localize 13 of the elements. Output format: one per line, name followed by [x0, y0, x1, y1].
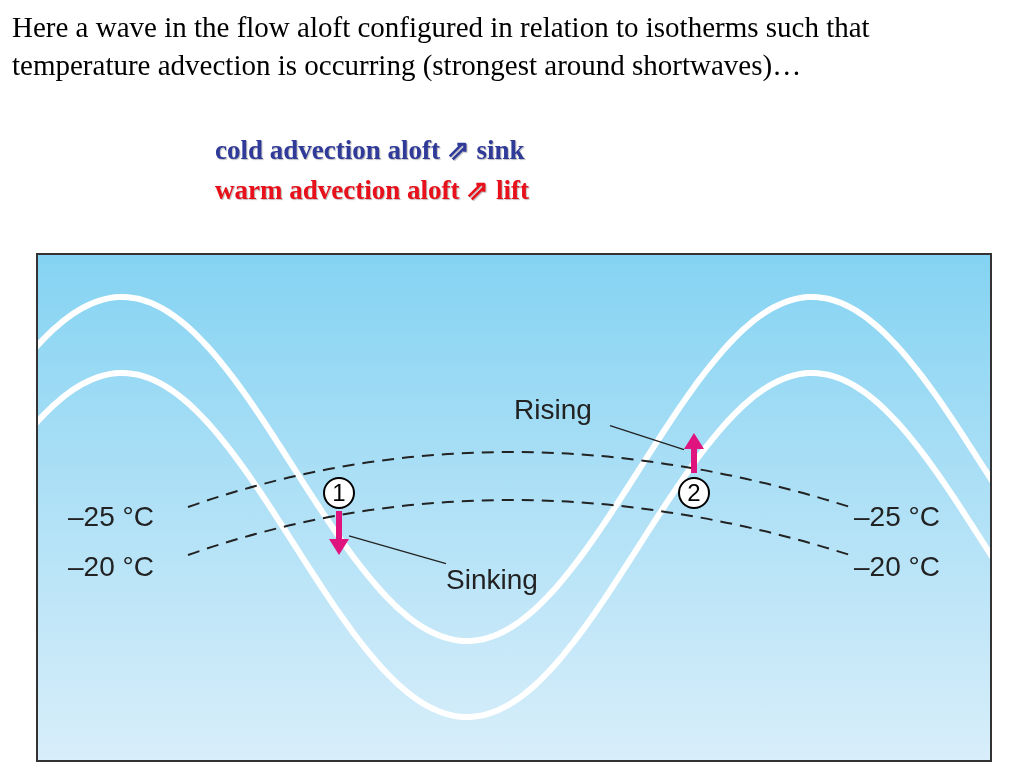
motion-label: Rising [514, 390, 610, 430]
leader-line [348, 535, 447, 565]
title: Here a wave in the flow aloft configured in relation to isotherms such that temperature advection is occurring (strongest around shortwaves)… [12, 10, 871, 83]
temperature-label: –20 °C [854, 550, 940, 584]
cold-advection-note: cold advection aloft ⇗ sink [215, 134, 525, 167]
upward-arrow [684, 433, 704, 473]
downward-arrow [329, 511, 349, 555]
temperature-label: –20 °C [68, 550, 154, 584]
temperature-label: –25 °C [68, 500, 154, 534]
warm-advection-note: warm advection aloft ⇗ lift [215, 174, 529, 207]
motion-label: Sinking [446, 560, 562, 600]
leader-line [609, 424, 685, 451]
temperature-label: –25 °C [854, 500, 940, 534]
